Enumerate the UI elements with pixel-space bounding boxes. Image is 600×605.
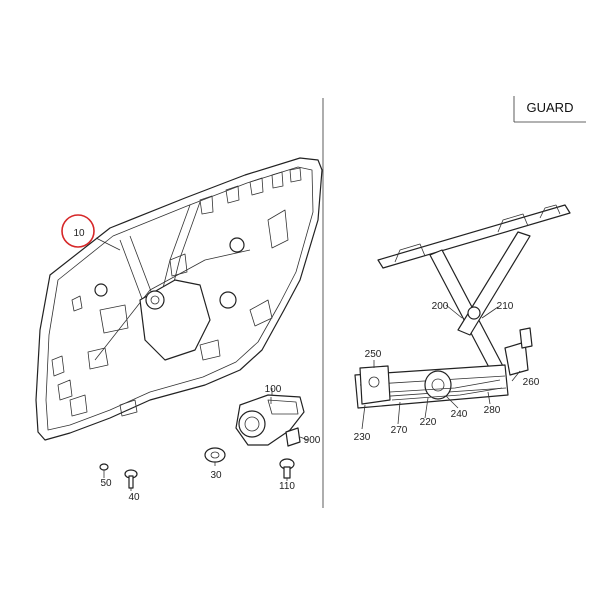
connector-900 xyxy=(285,427,301,447)
callout-270: 270 xyxy=(391,425,408,436)
door-module-panel xyxy=(35,157,323,441)
guard-box-frame xyxy=(513,96,586,123)
leader-lines xyxy=(95,237,521,491)
window-motor xyxy=(235,388,305,446)
window-regulator xyxy=(354,204,571,409)
callout-260: 260 xyxy=(523,377,540,388)
guard-title: GUARD xyxy=(526,100,574,115)
callout-200: 200 xyxy=(432,301,449,312)
callout-240: 240 xyxy=(451,409,468,420)
washer-30 xyxy=(204,447,226,463)
callout-220: 220 xyxy=(420,417,437,428)
callout-10: 10 xyxy=(73,228,85,239)
bolt-110 xyxy=(279,458,295,479)
bolt-40 xyxy=(124,469,138,489)
callout-110: 110 xyxy=(279,481,295,492)
callout-40: 40 xyxy=(128,492,140,503)
callout-10-highlight xyxy=(61,214,95,248)
callout-210: 210 xyxy=(497,301,514,312)
screw-50 xyxy=(99,463,109,476)
callout-30: 30 xyxy=(210,470,222,481)
callout-250: 250 xyxy=(365,349,382,360)
callout-230: 230 xyxy=(354,432,371,443)
callout-900: 900 xyxy=(304,435,321,446)
callout-100: 100 xyxy=(265,384,282,395)
callout-50: 50 xyxy=(100,478,112,489)
callout-280: 280 xyxy=(484,405,501,416)
